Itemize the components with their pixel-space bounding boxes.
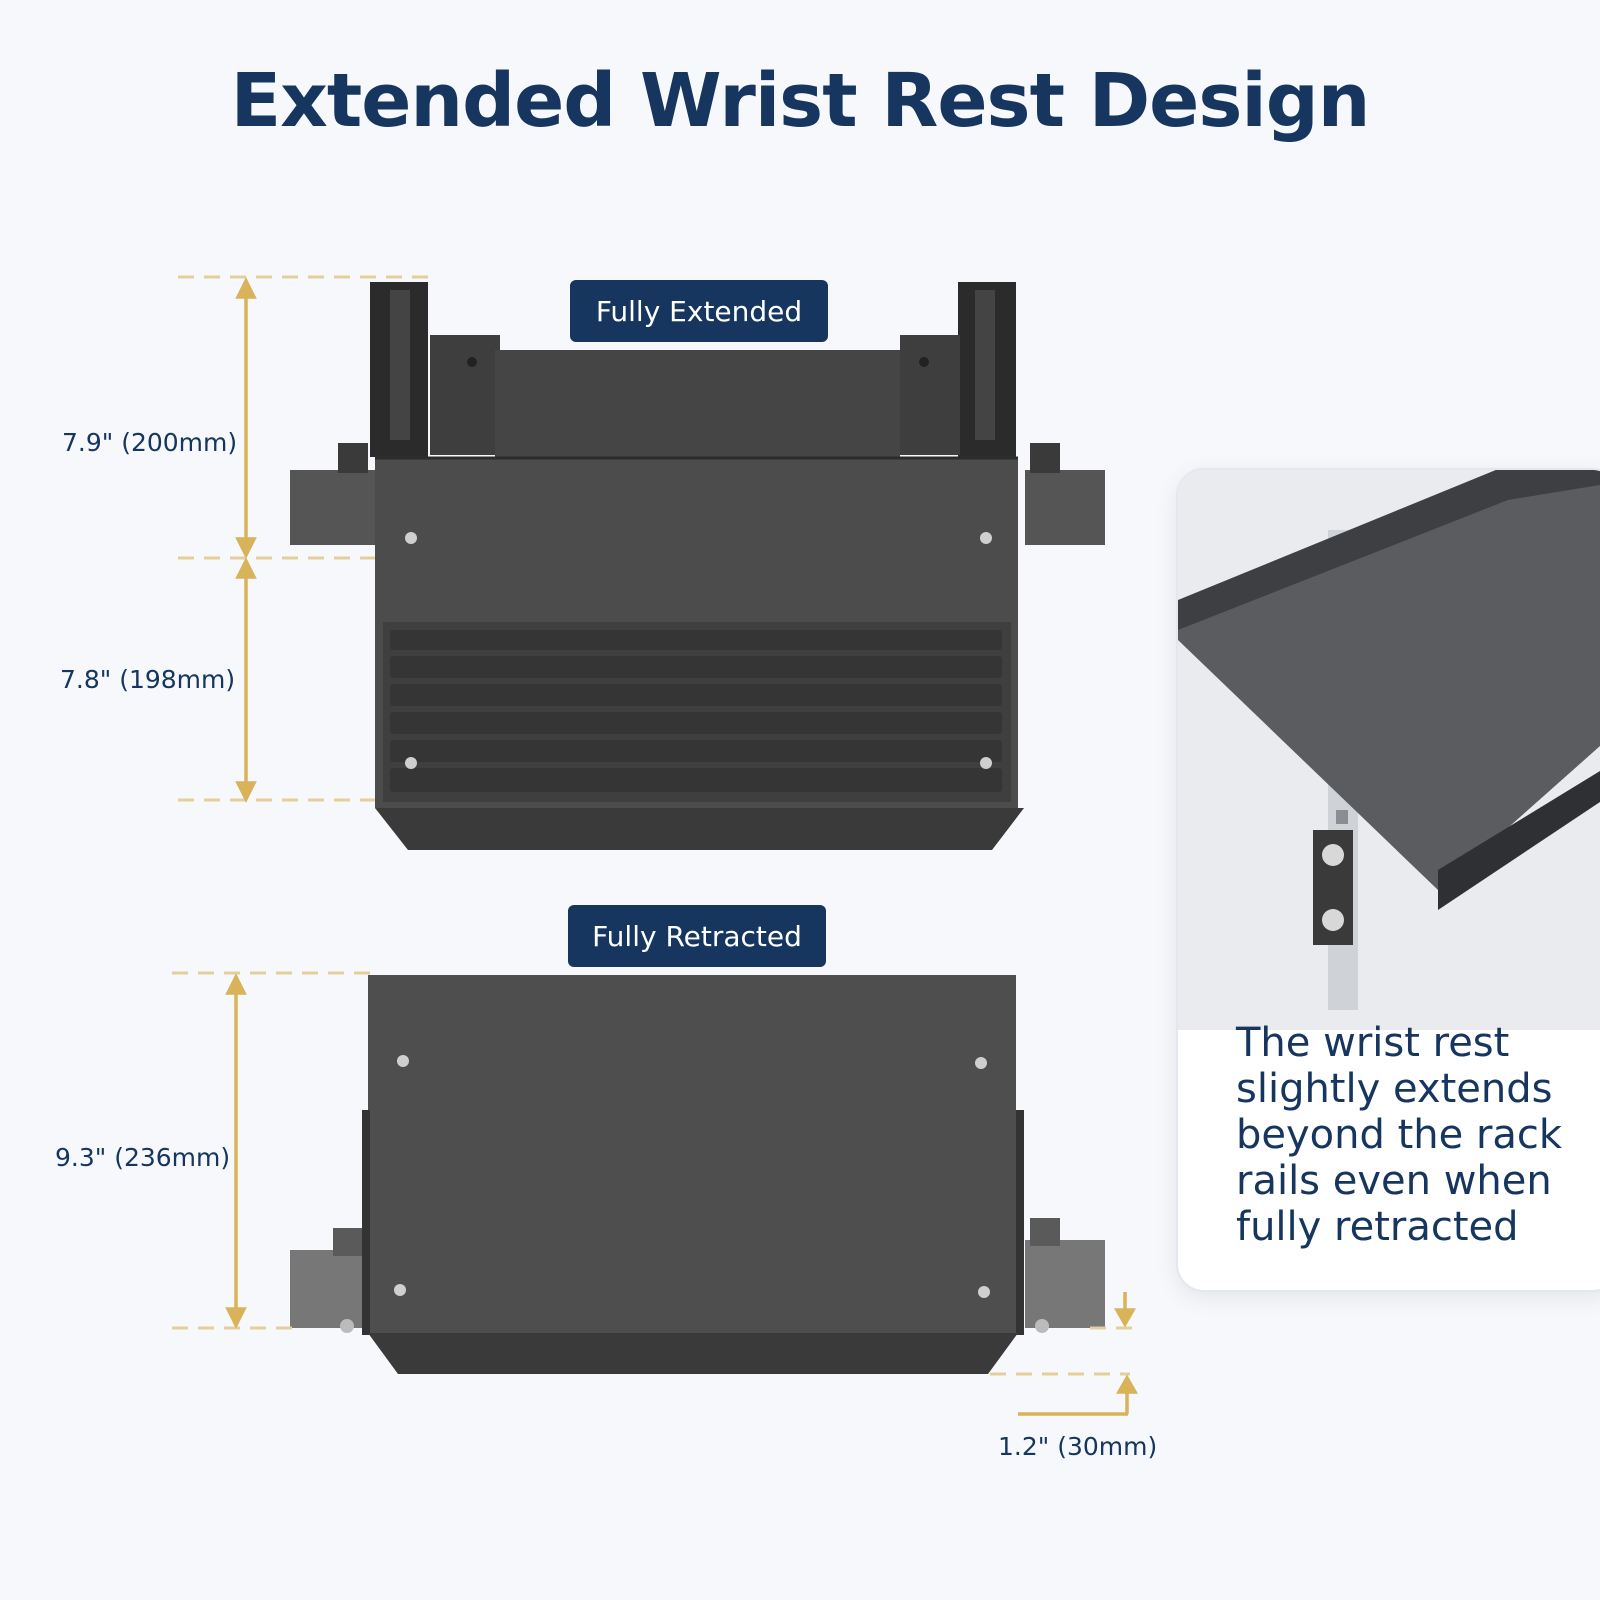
retracted-tray-image bbox=[290, 975, 1105, 1374]
fully-retracted-badge: Fully Retracted bbox=[568, 905, 826, 967]
fully-extended-badge: Fully Extended bbox=[570, 280, 828, 342]
dimension-arrows bbox=[225, 277, 1139, 1416]
extended-tray-image bbox=[290, 282, 1105, 850]
rack-closeup-image bbox=[1178, 470, 1600, 1030]
dimension-label-top: 7.9" (200mm) bbox=[62, 428, 238, 457]
dimension-label-retracted: 9.3" (236mm) bbox=[55, 1143, 231, 1172]
page-title: Extended Wrist Rest Design bbox=[230, 58, 1371, 144]
callout-card bbox=[1176, 468, 1600, 1292]
callout-text: The wrist rest slightly extends beyond t… bbox=[1236, 1020, 1563, 1250]
dimension-label-keyboard: 7.8" (198mm) bbox=[60, 665, 236, 694]
dimension-label-overhang: 1.2" (30mm) bbox=[998, 1432, 1158, 1461]
